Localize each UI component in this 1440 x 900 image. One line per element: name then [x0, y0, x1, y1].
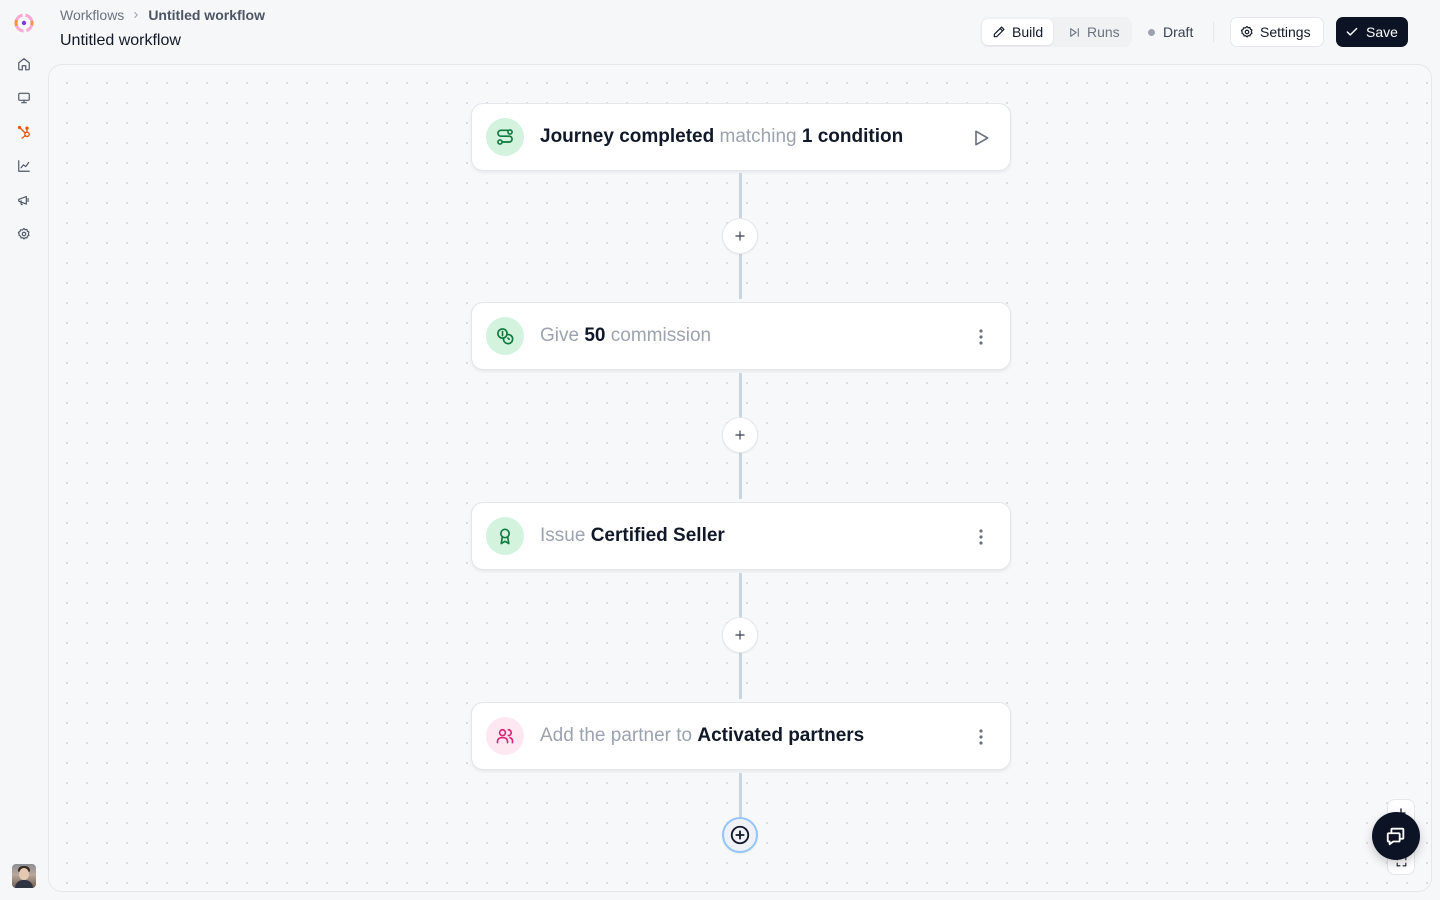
step-text-prefix: Add the partner to — [540, 725, 698, 746]
sidebar-item-hubspot[interactable] — [14, 122, 34, 142]
step-node-certification[interactable]: Issue Certified Seller — [471, 502, 1011, 570]
save-label: Save — [1366, 24, 1398, 40]
chat-button[interactable] — [1372, 812, 1420, 860]
step-value: Activated partners — [697, 725, 865, 746]
chat-icon — [1386, 827, 1405, 846]
coins-icon — [486, 317, 524, 355]
run-test-button[interactable] — [970, 127, 992, 149]
step-text: Give 50 commission — [540, 325, 711, 347]
status-dot — [1148, 28, 1155, 36]
megaphone-icon — [18, 195, 29, 206]
status-badge: Draft — [1148, 24, 1193, 40]
workflow-canvas[interactable]: Journey completed matching 1 condition G… — [48, 64, 1432, 892]
route-icon — [486, 118, 524, 156]
step-text: Issue Certified Seller — [540, 525, 725, 547]
step-text-suffix: commission — [605, 325, 712, 346]
sidebar-item-monitor[interactable] — [14, 88, 34, 108]
gear-icon — [1240, 25, 1253, 38]
more-vertical-icon — [979, 329, 983, 345]
plus-circle-icon — [730, 825, 750, 845]
add-step-button[interactable] — [722, 218, 758, 254]
trigger-node[interactable]: Journey completed matching 1 condition — [471, 103, 1011, 171]
sidebar-item-settings[interactable] — [14, 224, 34, 244]
hubspot-icon — [17, 125, 30, 139]
add-step-button[interactable] — [722, 417, 758, 453]
chevron-right-icon — [134, 11, 139, 19]
plus-icon — [735, 231, 745, 241]
trigger-connector: matching — [714, 126, 802, 147]
step-value: 50 — [584, 325, 606, 346]
breadcrumb: Workflows Untitled workflow — [60, 7, 265, 23]
tab-build-label: Build — [1012, 24, 1044, 40]
connector-line — [739, 773, 742, 817]
breadcrumb-current: Untitled workflow — [148, 7, 265, 23]
award-icon — [486, 517, 524, 555]
app-logo[interactable] — [12, 11, 36, 35]
step-menu-button[interactable] — [970, 526, 992, 548]
sidebar-item-home[interactable] — [14, 54, 34, 74]
step-node-partner-group[interactable]: Add the partner to Activated partners — [471, 702, 1011, 770]
sidebar-item-analytics[interactable] — [14, 156, 34, 176]
home-icon — [18, 58, 30, 71]
save-button[interactable]: Save — [1336, 17, 1408, 47]
chart-icon — [18, 160, 30, 172]
add-final-step-button[interactable] — [722, 817, 758, 853]
step-menu-button[interactable] — [970, 326, 992, 348]
breadcrumb-workflows-link[interactable]: Workflows — [60, 7, 125, 23]
sidebar-item-campaigns[interactable] — [14, 190, 34, 210]
gear-icon — [17, 227, 30, 240]
step-text: Add the partner to Activated partners — [540, 725, 864, 747]
trigger-condition-count: 1 condition — [801, 126, 904, 147]
more-vertical-icon — [979, 729, 983, 745]
page-title: Untitled workflow — [60, 32, 181, 49]
avatar[interactable] — [12, 864, 36, 888]
pencil-icon — [993, 26, 1005, 38]
view-switcher: Build Runs — [980, 17, 1132, 47]
plus-icon — [735, 630, 745, 640]
step-text-prefix: Issue — [540, 525, 591, 546]
tab-runs-label: Runs — [1087, 24, 1120, 40]
trigger-event: Journey completed — [540, 126, 715, 147]
tab-build[interactable]: Build — [982, 19, 1054, 45]
settings-button[interactable]: Settings — [1230, 17, 1324, 47]
monitor-icon — [18, 92, 30, 104]
play-icon — [975, 130, 989, 146]
step-value: Certified Seller — [590, 525, 725, 546]
settings-label: Settings — [1260, 24, 1311, 40]
add-step-button[interactable] — [722, 617, 758, 653]
check-icon — [1346, 27, 1358, 36]
status-label: Draft — [1163, 24, 1194, 40]
step-menu-button[interactable] — [970, 726, 992, 748]
more-vertical-icon — [979, 529, 983, 545]
trigger-text: Journey completed matching 1 condition — [540, 126, 903, 148]
plus-icon — [735, 430, 745, 440]
step-node-commission[interactable]: Give 50 commission — [471, 302, 1011, 370]
left-rail — [0, 0, 48, 900]
header-divider — [1213, 22, 1214, 42]
users-icon — [486, 717, 524, 755]
tab-runs[interactable]: Runs — [1058, 19, 1130, 45]
step-text-prefix: Give — [540, 325, 585, 346]
skip-forward-icon — [1070, 27, 1079, 37]
